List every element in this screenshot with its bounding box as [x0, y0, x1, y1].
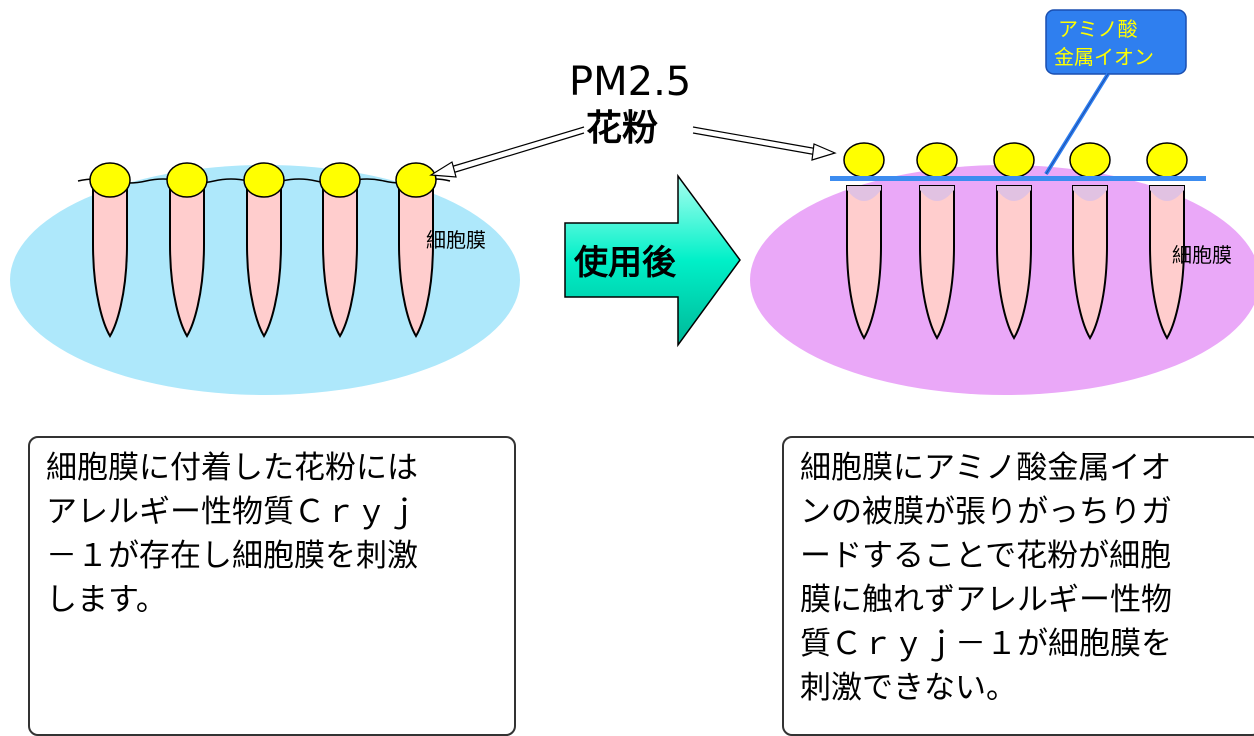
right-cells — [843, 142, 1188, 340]
left-cell-4 — [322, 183, 358, 338]
right-membrane-label: 細胞膜 — [1172, 243, 1232, 267]
right-cell-coating-3 — [997, 186, 1031, 201]
left-cell-5 — [398, 183, 434, 338]
right-cell-4 — [1072, 185, 1108, 340]
left-cell-2 — [169, 183, 205, 338]
callout-line-1: アミノ酸 — [1058, 17, 1138, 41]
pollen-label: 花粉 — [586, 108, 658, 149]
left-pollen-grain-4 — [319, 162, 361, 198]
amino-acid-callout: アミノ酸 金属イオン — [1044, 9, 1187, 176]
right-cell-coating-2 — [920, 186, 954, 201]
right-pollen-grain-2 — [916, 142, 958, 178]
right-pollen-grain-1 — [843, 142, 885, 178]
callout-line-2: 金属イオン — [1054, 45, 1154, 69]
before-description-box: 細胞膜に付着した花粉には アレルギー性物質Ｃｒｙｊ －１が存在し細胞膜を刺激 し… — [28, 436, 516, 736]
left-membrane-label: 細胞膜 — [426, 228, 486, 252]
right-cell-coating-1 — [847, 186, 881, 201]
left-pollen-grain-5 — [395, 162, 437, 198]
right-pollen-grain-3 — [993, 142, 1035, 178]
callout-box — [1045, 9, 1187, 75]
right-cell-5 — [1149, 185, 1185, 340]
left-pollen-grain-2 — [166, 162, 208, 198]
right-cell-3 — [996, 185, 1032, 340]
right-cell-1 — [846, 185, 882, 340]
right-pollen-grain-5 — [1146, 142, 1188, 178]
pollen-pointer-right — [692, 126, 837, 161]
left-pollen-grain-3 — [243, 162, 285, 198]
before-panel: 細胞膜 — [10, 162, 520, 395]
pm25-label: PM2.5 — [569, 59, 691, 105]
after-panel: 細胞膜 — [750, 142, 1254, 395]
left-pollen-grain-1 — [89, 162, 131, 198]
left-cells — [89, 162, 437, 338]
left-cell-1 — [92, 183, 128, 338]
right-cell-coating-4 — [1073, 186, 1107, 201]
left-cell-3 — [246, 183, 282, 338]
after-use-label: 使用後 — [573, 243, 677, 283]
right-cell-coating-5 — [1150, 186, 1184, 201]
pollen-pointer-left — [429, 126, 585, 178]
after-use-arrow: 使用後 — [564, 173, 741, 348]
right-cell-2 — [919, 185, 955, 340]
right-pollen-grain-4 — [1069, 142, 1111, 178]
after-description-box: 細胞膜にアミノ酸金属イオ ンの被膜が張りがっちりガ ードすることで花粉が細胞 膜… — [782, 436, 1254, 736]
amino-acid-coating-line — [830, 176, 1206, 181]
